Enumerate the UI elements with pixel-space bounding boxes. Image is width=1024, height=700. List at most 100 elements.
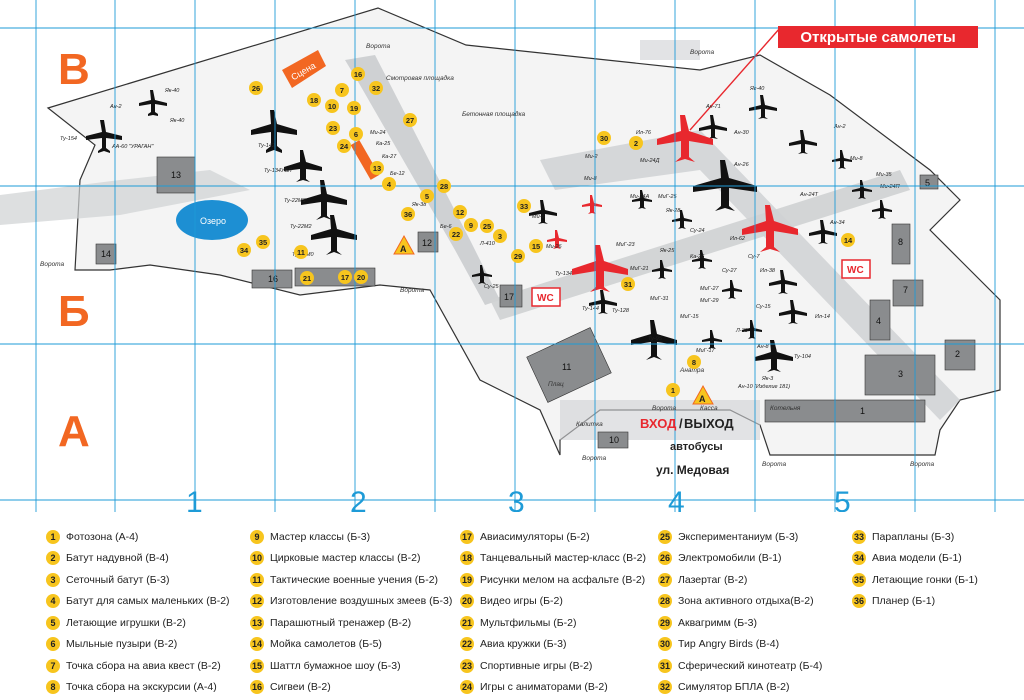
svg-text:26: 26: [252, 84, 260, 93]
a-markers: А А: [393, 234, 714, 405]
legend-number: 2: [46, 551, 60, 566]
svg-text:ВЫХОД: ВЫХОД: [684, 416, 734, 431]
svg-text:4: 4: [387, 180, 392, 189]
svg-text:Ту-95: Ту-95: [648, 336, 663, 342]
legend-number: 16: [250, 680, 264, 695]
marker-20: 20: [354, 270, 368, 284]
legend-number: 17: [460, 529, 474, 544]
svg-text:3: 3: [898, 369, 903, 379]
svg-text:Ил-14: Ил-14: [815, 314, 830, 320]
svg-text:МиГ-21: МиГ-21: [630, 266, 649, 272]
open-planes: [547, 115, 798, 292]
lake-label: Озеро: [200, 216, 226, 226]
svg-text:Ми-24А: Ми-24А: [630, 194, 650, 200]
plane-labels: Ан-2 Як-40 Як-40 Ту-154 АА-60 "УРАГАН" Т…: [60, 86, 900, 390]
legend-text: Тир Angry Birds (В-4): [678, 638, 780, 651]
legend-text: Зона активного отдыха(В-2): [678, 595, 814, 608]
svg-text:16: 16: [354, 70, 362, 79]
gate-label: Ворота: [40, 261, 65, 268]
svg-text:Ан-34: Ан-34: [829, 220, 845, 226]
svg-text:2: 2: [955, 349, 960, 359]
svg-text:35: 35: [259, 238, 267, 247]
marker-33: 33: [517, 199, 531, 213]
legend-text: Летающие игрушки (В-2): [66, 616, 186, 629]
svg-text:Л-410: Л-410: [479, 241, 496, 247]
legend-text: Цирковые мастер классы (В-2): [270, 552, 421, 565]
legend-text: Мойка самолетов (Б-5): [270, 638, 382, 651]
marker-30: 30: [597, 131, 611, 145]
marker-18: 18: [307, 93, 321, 107]
legend-text: Шаттл бумажное шоу (Б-3): [270, 659, 401, 672]
marker-26: 26: [249, 81, 263, 95]
legend-text: Сигвеи (В-2): [270, 681, 331, 694]
svg-text:5: 5: [425, 192, 429, 201]
svg-text:2: 2: [634, 139, 638, 148]
legend-number: 6: [46, 637, 60, 652]
marker-17: 17: [338, 270, 352, 284]
svg-text:Ан-24Т: Ан-24Т: [799, 192, 819, 198]
svg-text:3: 3: [498, 232, 502, 241]
svg-text:Су-24: Су-24: [690, 228, 705, 234]
legend-number: 5: [46, 615, 60, 630]
badge-pointer: [689, 27, 781, 131]
legend-text: Парапланы (Б-3): [872, 530, 955, 543]
svg-text:18: 18: [310, 96, 318, 105]
svg-text:Ту-144: Ту-144: [582, 306, 599, 312]
svg-text:24: 24: [340, 142, 349, 151]
legend-text: Точка сбора на авиа квест (В-2): [66, 659, 221, 672]
svg-text:Ми-24Д: Ми-24Д: [640, 158, 660, 164]
svg-text:10: 10: [328, 102, 336, 111]
marker-16: 16: [351, 67, 365, 81]
legend-number: 8: [46, 680, 60, 695]
legend-number: 20: [460, 594, 474, 609]
svg-text:МиГ-29: МиГ-29: [700, 298, 719, 304]
svg-text:Ту-154: Ту-154: [60, 136, 77, 142]
svg-text:Ту-128: Ту-128: [612, 308, 630, 314]
svg-text:Су-25: Су-25: [484, 284, 500, 290]
legend-text: Планер (Б-1): [872, 595, 936, 608]
marker-22: 22: [449, 227, 463, 241]
marker-12: 12: [453, 205, 467, 219]
legend-number: 18: [460, 551, 474, 566]
svg-text:33: 33: [520, 202, 528, 211]
marker-2: 2: [629, 136, 643, 150]
legend-number: 28: [658, 594, 672, 609]
svg-text:34: 34: [240, 246, 249, 255]
legend-text: Электромобили (В-1): [678, 552, 782, 565]
legend-text: Сферический кинотеатр (Б-4): [678, 659, 823, 672]
svg-text:А: А: [400, 244, 407, 254]
marker-15: 15: [529, 239, 543, 253]
svg-text:10: 10: [609, 435, 619, 445]
marker-11: 11: [294, 245, 308, 259]
svg-text:1: 1: [860, 406, 865, 416]
legend-number: 3: [46, 572, 60, 587]
gate-label: Ворота: [910, 461, 935, 468]
gate-label: Ворота: [582, 455, 607, 462]
svg-text:Су-27: Су-27: [722, 268, 738, 274]
legend-number: 4: [46, 594, 60, 609]
svg-text:31: 31: [624, 280, 632, 289]
svg-text:29: 29: [514, 252, 522, 261]
legend-number: 19: [460, 572, 474, 587]
legend-number: 30: [658, 637, 672, 652]
svg-text:Як-38: Як-38: [411, 202, 427, 208]
legend-text: Экспериментаниум (Б-3): [678, 530, 799, 543]
gate-label: Ворота: [400, 287, 425, 294]
legend-text: Авиа кружки (Б-3): [480, 638, 567, 651]
legend-text: Мультфильмы (Б-2): [480, 616, 577, 629]
viewing-label: Смотровая площадка: [386, 74, 454, 82]
stage: [282, 50, 326, 88]
open-planes-badge: Открытые самолеты: [778, 26, 978, 48]
marker-34: 34: [237, 243, 251, 257]
